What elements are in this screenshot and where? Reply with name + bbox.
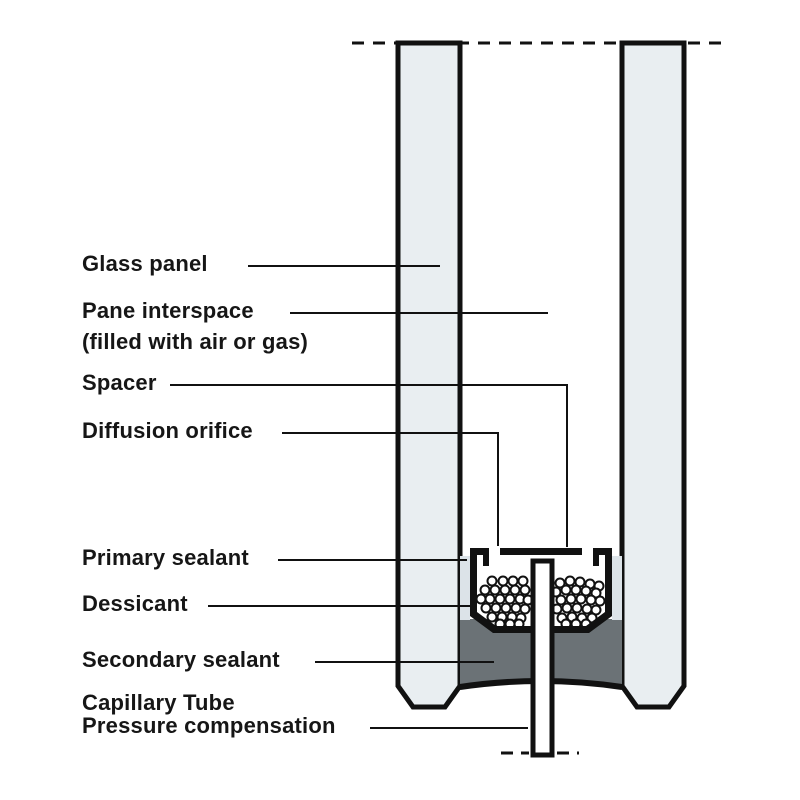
label-spacer: Spacer: [82, 370, 157, 395]
label-pressure-compensation: Pressure compensation: [82, 713, 336, 738]
primary-sealant-left: [460, 556, 470, 620]
spacer-hook-right: [593, 548, 612, 566]
label-pane-interspace-note: (filled with air or gas): [82, 329, 309, 354]
spacer-body: [470, 548, 612, 633]
label-capillary-tube: Capillary Tube: [82, 690, 235, 715]
glass-pane-left: [395, 40, 463, 710]
spacer-hook-left: [470, 548, 489, 566]
label-pane-interspace: Pane interspace: [82, 298, 254, 323]
spacer-top-plate: [500, 548, 582, 555]
primary-sealant-right: [612, 556, 622, 620]
leader-spacer: [170, 384, 568, 547]
glass-pane-right: [619, 40, 687, 710]
label-diffusion-orifice: Diffusion orifice: [82, 418, 253, 443]
label-secondary-sealant: Secondary sealant: [82, 647, 280, 672]
capillary-tube-shape: [530, 558, 555, 758]
label-dessicant: Dessicant: [82, 591, 188, 616]
label-glass-panel: Glass panel: [82, 251, 208, 276]
leader-lines: [170, 265, 568, 729]
label-primary-sealant: Primary sealant: [82, 545, 249, 570]
leader-diffusion-orifice: [282, 432, 499, 546]
